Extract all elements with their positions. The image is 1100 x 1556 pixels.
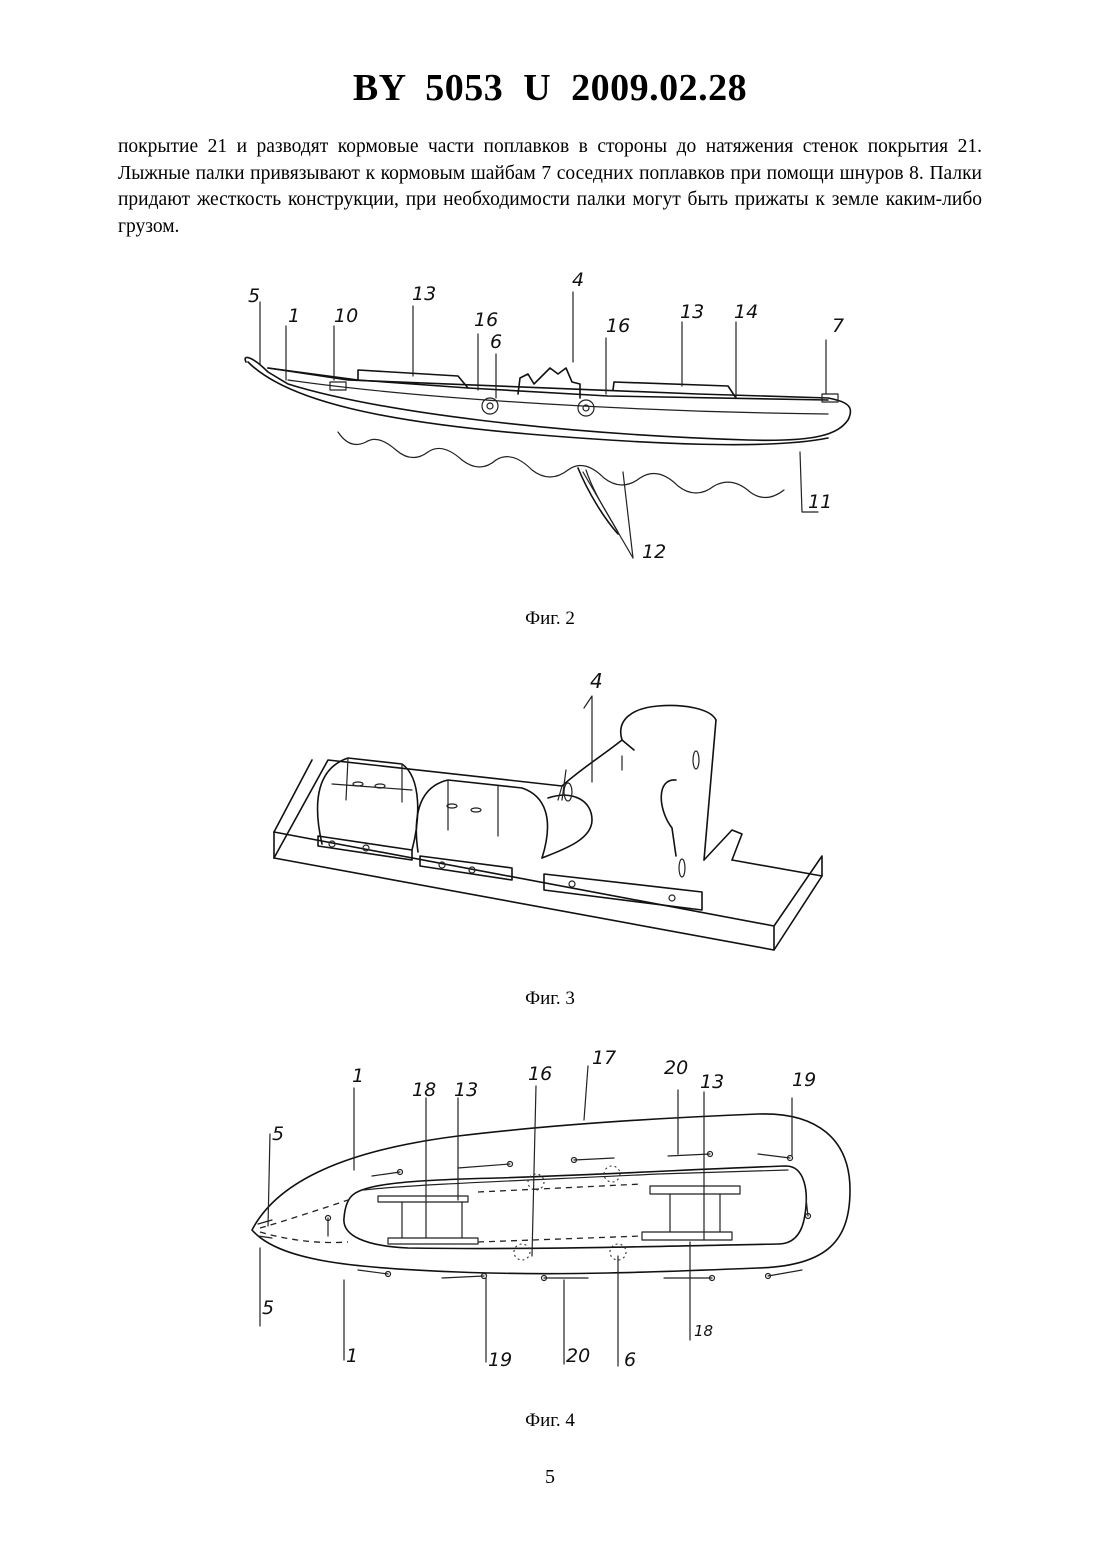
fig4-label-13-left: 13 xyxy=(454,1079,478,1101)
figure-4-drawing: 1 5 18 13 16 17 20 13 19 5 1 19 20 6 18 xyxy=(238,1040,858,1380)
fig4-label-19-top: 19 xyxy=(792,1069,816,1091)
figure-2-drawing: 5 1 10 13 16 6 4 16 13 14 7 11 12 xyxy=(228,262,878,592)
fig4-label-20-bottom: 20 xyxy=(566,1345,590,1367)
body-paragraph: покрытие 21 и разводят кормовые части по… xyxy=(118,134,982,240)
fig4-label-5-top: 5 xyxy=(272,1123,284,1145)
fig4-label-5-bottom: 5 xyxy=(262,1297,274,1319)
fig4-label-13-right: 13 xyxy=(700,1071,724,1093)
fig2-label-13-left: 13 xyxy=(412,283,436,305)
fig4-label-17: 17 xyxy=(592,1047,616,1069)
fig2-label-1: 1 xyxy=(288,305,300,327)
fig2-label-13-right: 13 xyxy=(680,301,704,323)
page-number: 5 xyxy=(0,1466,1100,1489)
figure-3-drawing: 4 xyxy=(262,660,842,960)
fig2-label-7: 7 xyxy=(832,315,844,337)
fig3-label-4: 4 xyxy=(590,669,603,693)
figure-3-caption: Фиг. 3 xyxy=(0,988,1100,1010)
fig4-label-20-top: 20 xyxy=(664,1057,688,1079)
fig4-label-18-right: 18 xyxy=(694,1322,713,1340)
fig4-label-1-top: 1 xyxy=(352,1065,364,1087)
fig2-label-11: 11 xyxy=(808,491,832,513)
figure-2-caption: Фиг. 2 xyxy=(0,608,1100,630)
fig2-label-14: 14 xyxy=(734,301,758,323)
fig2-label-16-right: 16 xyxy=(606,315,630,337)
fig2-label-5: 5 xyxy=(248,285,260,307)
fig2-label-4: 4 xyxy=(572,269,584,291)
document-header: BY 5053 U 2009.02.28 xyxy=(0,66,1100,110)
fig4-label-16: 16 xyxy=(528,1063,552,1085)
fig4-label-6: 6 xyxy=(624,1349,636,1371)
fig2-label-16-left: 16 xyxy=(474,309,498,331)
figure-4-caption: Фиг. 4 xyxy=(0,1410,1100,1432)
fig4-label-1-bottom: 1 xyxy=(346,1345,358,1367)
fig2-label-6: 6 xyxy=(490,331,502,353)
fig2-label-10: 10 xyxy=(334,305,358,327)
fig4-label-19-bottom: 19 xyxy=(488,1349,512,1371)
fig4-label-18-left: 18 xyxy=(412,1079,436,1101)
fig2-label-12: 12 xyxy=(642,541,666,563)
